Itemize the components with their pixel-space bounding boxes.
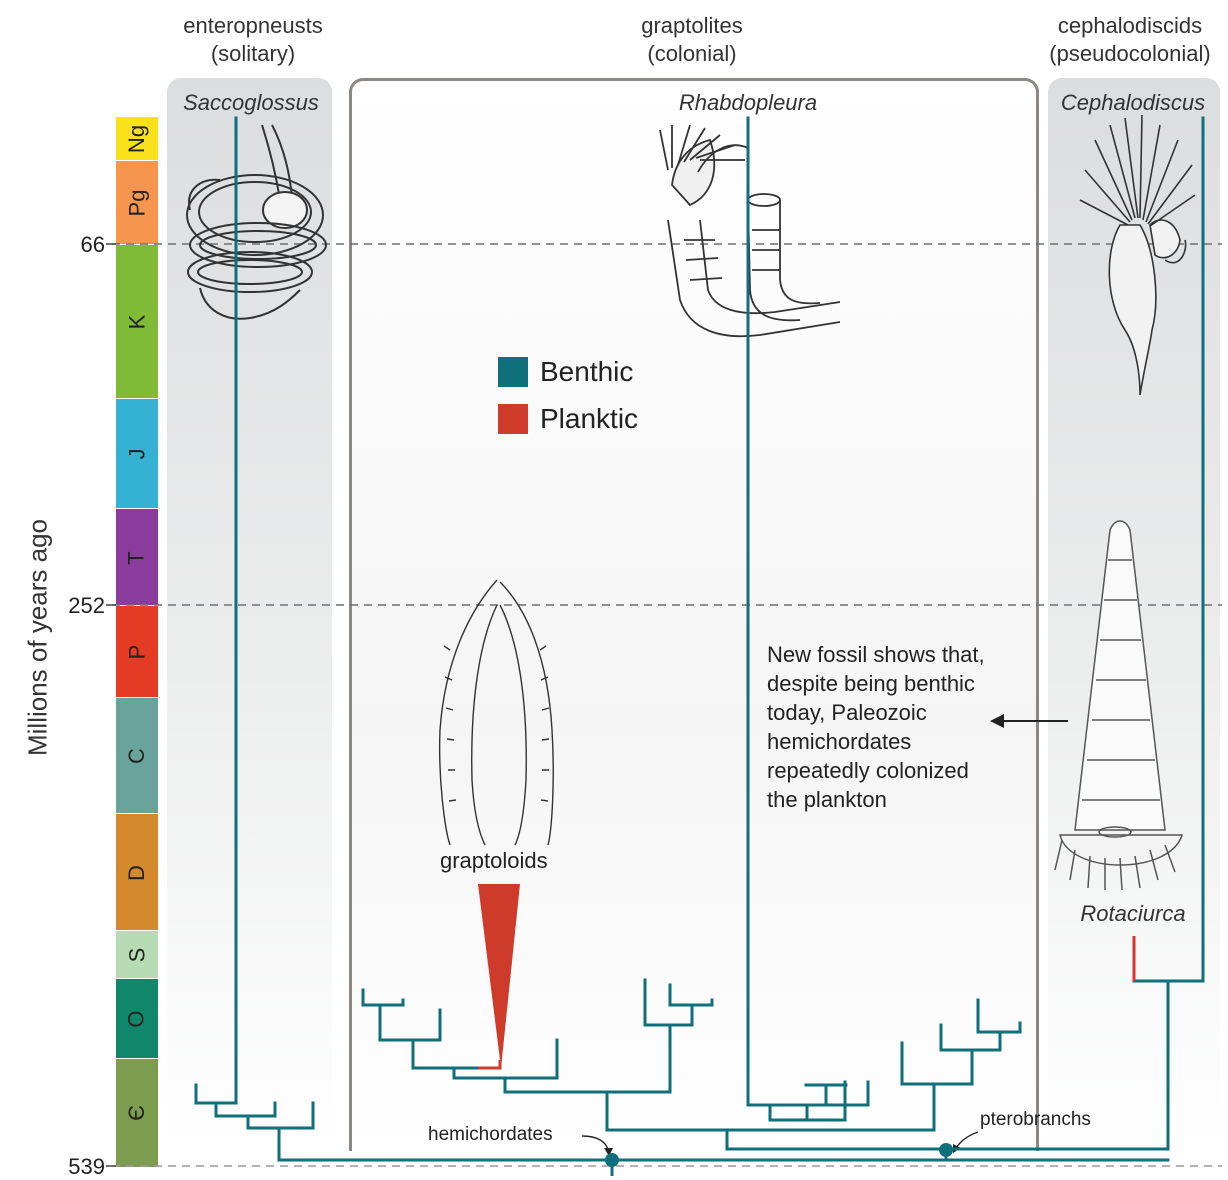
tree-enteropneust-clade — [196, 118, 313, 1160]
graptoloids-label: graptoloids — [440, 848, 548, 874]
note-line: despite being benthic — [767, 669, 985, 698]
tree-graptolite-lower — [363, 980, 712, 1105]
pterobranchs-leader — [956, 1132, 978, 1148]
note-arrow-head — [990, 714, 1004, 728]
fossil-note: New fossil shows that, despite being ben… — [767, 640, 985, 814]
rotaciurca-illustration — [1055, 521, 1182, 890]
note-line: hemichordates — [767, 727, 985, 756]
graptoloids-planktic-wedge — [478, 884, 520, 1068]
legend-benthic-label: Benthic — [540, 356, 633, 388]
legend-benthic-swatch — [498, 357, 528, 387]
legend-planktic: Planktic — [498, 403, 638, 435]
note-line: the plankton — [767, 785, 985, 814]
hemichordates-label: hemichordates — [428, 1124, 553, 1146]
phylogenetic-tree-benthic — [196, 118, 1203, 1176]
graptoloid-illustration — [440, 580, 554, 845]
note-line: repeatedly colonized — [767, 756, 985, 785]
legend-planktic-label: Planktic — [540, 403, 638, 435]
rhabdopleura-illustration — [660, 125, 840, 336]
cephalodiscus-illustration — [1080, 115, 1195, 395]
tree-rhabdopleura-branch — [607, 118, 868, 1130]
note-line: New fossil shows that, — [767, 640, 985, 669]
legend-planktic-swatch — [498, 404, 528, 434]
pterobranchs-node — [939, 1143, 953, 1157]
note-line: today, Paleozoic — [767, 698, 985, 727]
pterobranchs-label: pterobranchs — [980, 1109, 1091, 1131]
phylogenetic-tree-planktic — [478, 936, 1134, 1068]
planktic-graptoloid-branch — [478, 1060, 500, 1068]
saccoglossus-illustration — [187, 125, 326, 319]
legend-benthic: Benthic — [498, 356, 633, 388]
rotaciurca-label: Rotaciurca — [1080, 901, 1185, 927]
hemichordates-leader — [582, 1136, 608, 1150]
hemichordates-node — [605, 1153, 619, 1167]
